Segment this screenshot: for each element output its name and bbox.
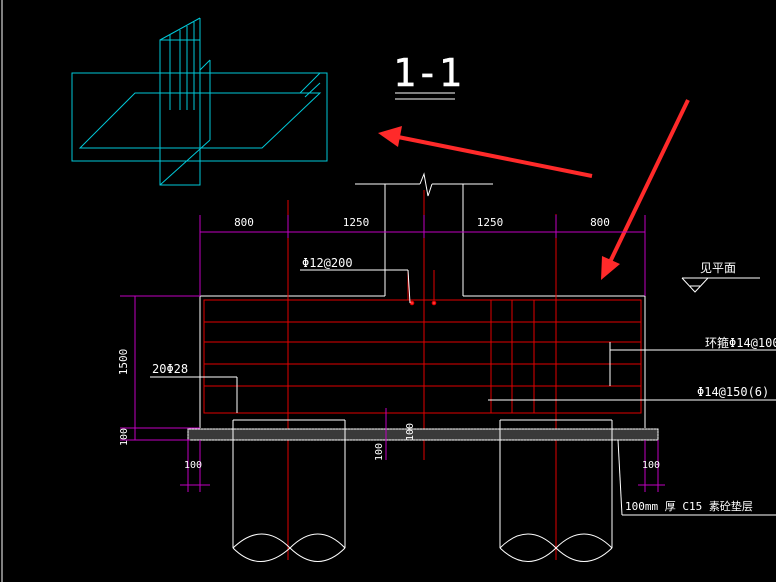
side-rebar-label: Φ14@150(6)	[697, 385, 769, 399]
pile-edge-dimension-right	[638, 440, 665, 492]
dim-top-1: 800	[234, 216, 254, 229]
level-marker-icon	[681, 277, 760, 293]
dim-top-3: 1250	[477, 216, 504, 229]
dim-top-4: 800	[590, 216, 610, 229]
pile-left	[232, 419, 346, 562]
bottom-rebar-label: 20Φ28	[152, 362, 188, 376]
hoop-rebar-leader	[609, 342, 776, 386]
bedding-layer	[187, 428, 659, 441]
dim-pile-left: 100	[184, 460, 202, 471]
pile-cap-isometric-sketch	[71, 17, 328, 186]
bedding-note-leader	[617, 439, 776, 516]
dim-pile-right: 100	[642, 460, 660, 471]
section-title-group: 1-1	[393, 51, 462, 100]
red-annotation-arrow	[378, 126, 593, 178]
see-plan-label: 见平面	[700, 261, 736, 275]
top-dimension-line	[199, 215, 646, 296]
red-annotation-arrow	[601, 99, 690, 280]
bottom-rebar-leader	[150, 376, 238, 413]
hoop-rebar-label: 环箍Φ14@100	[705, 335, 776, 350]
pile-cap-outline	[199, 295, 646, 428]
bedding-note-label: 100mm 厚 C15 素砼垫层	[625, 499, 753, 513]
break-line-icon	[419, 172, 433, 197]
rebar-cage	[203, 190, 642, 560]
dim-bedding-mid2: 100	[374, 443, 385, 461]
section-title: 1-1	[393, 51, 462, 95]
height-dimension-line	[120, 295, 200, 441]
dim-top-2: 1250	[343, 216, 370, 229]
top-rebar-leader	[300, 269, 411, 304]
pile-right	[499, 419, 613, 562]
dim-height: 1500	[117, 349, 130, 376]
pile-edge-dimension-left	[180, 440, 210, 492]
column-stub	[355, 172, 493, 296]
top-rebar-label: Φ12@200	[302, 256, 353, 270]
dim-bedding-left: 100	[119, 428, 130, 446]
dim-bedding-mid: 100	[405, 423, 416, 441]
